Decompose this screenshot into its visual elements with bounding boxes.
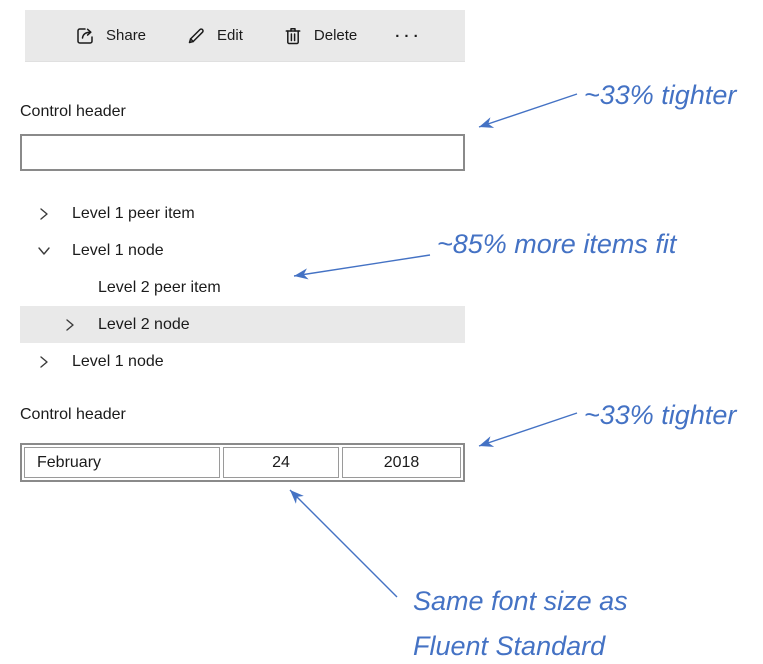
tree-item-label: Level 2 node <box>98 315 190 333</box>
arrow-font-size <box>289 489 398 598</box>
tree-item-label: Level 1 node <box>72 352 164 370</box>
annotation-font-size: Same font size as Fluent Standard <box>413 579 628 664</box>
tree-item-level2-node-selected[interactable]: Level 2 node <box>20 306 465 343</box>
share-button[interactable]: Share <box>73 24 146 48</box>
tree-item-level2-peer[interactable]: Level 2 peer item <box>20 269 465 306</box>
arrow-tighter-bottom <box>478 412 578 447</box>
tree-item-level1-node[interactable]: Level 1 node <box>20 343 465 380</box>
annotation-tighter-top: ~33% tighter <box>584 80 737 110</box>
datepicker-header: Control header <box>20 406 126 423</box>
date-picker-day[interactable]: 24 <box>223 447 339 478</box>
date-picker: February 24 2018 <box>20 443 465 482</box>
chevron-right-icon[interactable] <box>36 206 52 222</box>
annotation-font-size-line2: Fluent Standard <box>413 631 606 661</box>
tree-item-label: Level 2 peer item <box>98 278 221 296</box>
delete-button[interactable]: Delete <box>281 24 357 48</box>
tree-item-level1-node-expanded[interactable]: Level 1 node <box>20 232 465 269</box>
command-bar: Share Edit Delete ... <box>25 10 465 62</box>
tree-item-label: Level 1 peer item <box>72 204 195 222</box>
annotation-tighter-bottom: ~33% tighter <box>584 400 737 430</box>
more-button[interactable]: ... <box>395 24 423 47</box>
tree-item-level1-peer[interactable]: Level 1 peer item <box>20 195 465 232</box>
tree-view: Level 1 peer item Level 1 node Level 2 p… <box>20 195 465 380</box>
edit-button[interactable]: Edit <box>184 24 243 48</box>
date-picker-month[interactable]: February <box>24 447 220 478</box>
share-button-label: Share <box>106 27 147 44</box>
textbox-header: Control header <box>20 103 126 120</box>
edit-icon <box>188 27 204 43</box>
share-icon <box>77 27 93 44</box>
edit-button-label: Edit <box>217 27 243 44</box>
tree-item-label: Level 1 node <box>72 241 164 259</box>
annotation-more-items: ~85% more items fit <box>437 229 677 259</box>
textbox-input[interactable] <box>20 134 465 171</box>
chevron-down-icon[interactable] <box>36 243 52 259</box>
date-picker-year[interactable]: 2018 <box>342 447 461 478</box>
annotation-font-size-line1: Same font size as <box>413 586 628 616</box>
delete-button-label: Delete <box>313 27 358 44</box>
chevron-right-icon[interactable] <box>62 317 78 333</box>
arrow-tighter-top <box>478 93 578 128</box>
chevron-right-icon[interactable] <box>36 354 52 370</box>
delete-icon <box>285 27 301 44</box>
